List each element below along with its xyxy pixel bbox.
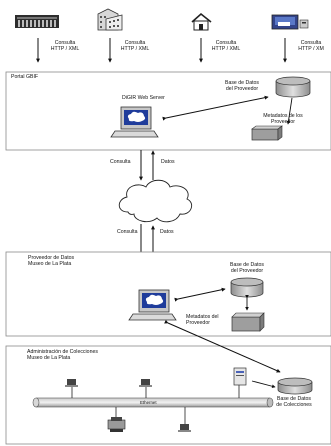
house-icon — [191, 12, 212, 31]
provider-server-computer — [128, 289, 177, 321]
ethernet-bus — [32, 397, 274, 408]
lan-terminal-icon-3 — [178, 424, 191, 432]
gbif-server-label: DiGIR Web Server — [122, 95, 165, 101]
gbif-portal-title: Portal GBIF — [11, 74, 39, 80]
collections-server-to-db-link — [251, 380, 276, 388]
provider-data-label: Datos — [160, 229, 174, 235]
provider-metadata-label: Metadatos del Proveedor — [186, 314, 219, 326]
provider-query-label: Consulta — [117, 229, 138, 235]
lan-terminal-icon-1 — [65, 379, 78, 387]
lan-terminal-icon-2 — [139, 379, 152, 387]
internet-cloud-icon — [118, 179, 193, 223]
gbif-database-cylinder — [275, 76, 311, 98]
provider-db-label: Base de Datos del Proveedor — [229, 262, 265, 274]
collections-database-cylinder — [277, 377, 313, 395]
internet-data-label: Datos — [161, 159, 175, 165]
workstation-icon — [271, 14, 309, 30]
collections-title: Administración de Colecciones Museo de L… — [27, 349, 98, 361]
museum-building-icon — [15, 15, 59, 28]
gbif-db-label: Base de Datos del Proveedor — [224, 80, 260, 92]
provider-server-to-db-link — [174, 287, 226, 302]
provider-to-collections-link — [164, 319, 281, 373]
gbif-server-computer — [110, 106, 159, 138]
provider-title: Proveedor de Datos Museo de La Plata — [28, 255, 75, 267]
gbif-db-to-metadata-link — [286, 97, 293, 125]
top-query-arrows — [36, 38, 287, 63]
lan-printer-icon — [107, 417, 126, 432]
provider-database-cylinder — [230, 277, 264, 298]
gbif-server-to-db-link — [162, 95, 269, 121]
office-building-icon — [97, 8, 123, 31]
collections-db-label: Base de Datos de Colecciones — [276, 396, 312, 408]
lan-server-tower-icon — [233, 367, 247, 386]
gbif-metadata-box — [251, 125, 283, 141]
provider-metadata-box — [231, 312, 265, 332]
ethernet-bus-label: Ethernet — [140, 400, 157, 405]
gbif-metadata-label: Metadatos de los Proveedor — [263, 113, 303, 125]
internet-query-label: Consulta — [110, 159, 131, 165]
